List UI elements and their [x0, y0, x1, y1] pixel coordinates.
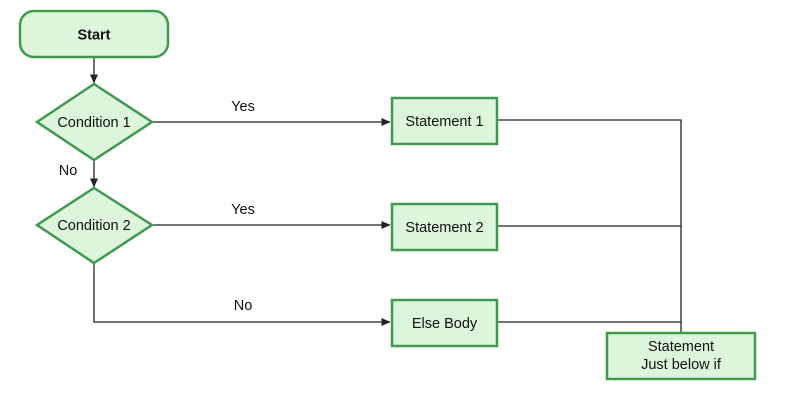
after-if-label-line2: Just below if [641, 357, 722, 373]
condition2-label: Condition 2 [57, 218, 130, 234]
statement1-exit-line [497, 119, 682, 333]
after-if-statement-box: Statement Just below if [605, 331, 757, 381]
statement2-box: Statement 2 [390, 202, 499, 252]
condition2-decision: Condition 2 [34, 186, 155, 265]
statement2-label: Statement 2 [405, 220, 483, 236]
else-body-box: Else Body [390, 298, 499, 348]
else-body-label: Else Body [412, 316, 478, 332]
condition1-label: Condition 1 [57, 115, 130, 131]
statement1-box: Statement 1 [390, 96, 499, 146]
condition1-yes-label: Yes [231, 99, 255, 115]
condition1-no-label: No [59, 163, 78, 179]
condition2-no-arrow [93, 263, 391, 326]
condition2-yes-label: Yes [231, 202, 255, 218]
condition1-decision: Condition 1 [34, 82, 155, 162]
statement1-label: Statement 1 [405, 114, 483, 130]
start-node: Start [18, 9, 170, 59]
start-label: Start [77, 28, 110, 44]
condition2-no-label: No [234, 298, 253, 314]
after-if-label-line1: Statement [648, 339, 714, 355]
